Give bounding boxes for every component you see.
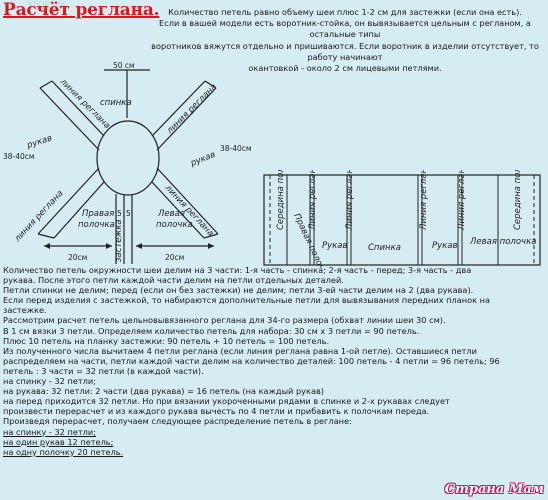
body-line: Если перед изделия с застежкой, то набир… — [3, 295, 491, 306]
body-text: Количество петель окружности шеи делим н… — [3, 265, 545, 457]
label-right-front: полочка — [78, 220, 115, 230]
strip-col-label: Линия реглана — [345, 170, 355, 231]
num-label: 5 — [126, 209, 131, 218]
body-line: Петли спинки не делим; перед (если он бе… — [3, 285, 474, 296]
body-line: Количество петель окружности шеи делим н… — [3, 265, 472, 275]
body-line: Из полученного числа вычитаем 4 петли ре… — [3, 345, 477, 356]
dim-bottom-right-label: 20см — [165, 253, 184, 262]
strip-col-label: Рукав — [322, 241, 348, 251]
intro-line: воротников вяжутся отдельно и пришиваютс… — [151, 40, 539, 62]
body-line: на одну полочку 20 петель. — [3, 446, 124, 457]
strip-col-label: Линия реглана — [419, 170, 429, 231]
dim-bottom-left-label: 20см — [68, 253, 87, 262]
intro-line: окантовкой - около 2 см лицевыми петлями… — [248, 63, 442, 74]
body-line: Рассмотрим расчет петель цельновывязанно… — [3, 315, 446, 326]
body-line: рукава. После этого петли каждой части д… — [3, 275, 344, 286]
body-line: распределяем на части, петли каждой част… — [3, 355, 500, 366]
page-title: Расчёт реглана. — [3, 0, 160, 20]
intro-text: Количество петель равно объему шеи плюс … — [150, 7, 540, 74]
dim-right-label: 38-40см — [220, 144, 252, 153]
raglan-strip-diagram: Середина полочки Правая полочка Линия ре… — [263, 170, 541, 268]
raglan-label: линия реглана — [164, 82, 219, 137]
body-line: В 1 см вязки 3 петли. Определяем количес… — [3, 325, 420, 336]
label-sleeve-right: рукав — [188, 150, 217, 169]
body-line: Произведя перерасчет, получаем следующее… — [3, 416, 352, 427]
body-line: произвести перерасчет и из каждого рукав… — [3, 406, 430, 417]
label-right-front: Правая — [82, 209, 114, 219]
intro-line: Количество петель равно объему шеи плюс … — [168, 7, 522, 17]
body-line: петель : 3 части = 32 петли (в каждой ча… — [3, 365, 204, 376]
body-line: на спинку - 32 петли; — [3, 376, 96, 387]
strip-col-label: Середина полочки — [276, 170, 286, 230]
dim-left-label: 38-40см — [3, 152, 35, 161]
dim-top-label: 50 см — [113, 61, 135, 70]
label-left-front: Левая — [157, 209, 185, 219]
raglan-star-diagram: 50 см 38-40см 38-40см 20см 20см спинка р… — [3, 61, 252, 264]
site-watermark: Страна Мам — [444, 482, 544, 497]
body-line: на один рукав 12 петель; — [3, 436, 114, 447]
strip-col-label: Спинка — [368, 243, 401, 253]
label-zip: застежка — [114, 219, 124, 262]
intro-line: Если в вашей модели есть воротник-стойка… — [159, 18, 531, 40]
faint-watermark-top: УЗОРЧИК — [28, 0, 67, 9]
body-line: на рукава: 32 петли: 2 части (два рукава… — [3, 386, 325, 397]
strip-col-label: Линия реглана — [308, 170, 318, 231]
strip-col-label: Линия реглана — [457, 170, 467, 231]
raglan-label: линия реглана — [12, 189, 65, 245]
strip-col-label: Левая полочка — [469, 237, 536, 247]
body-line: на спинку - 32 петли; — [3, 426, 96, 437]
strip-col-label: Рукав — [432, 241, 458, 251]
body-line: Плюс 10 петель на планку застежки: 90 пе… — [3, 335, 330, 346]
num-label: 5 — [117, 209, 122, 218]
body-line: на перед приходится 32 петли. Но при вяз… — [3, 396, 450, 407]
strip-col-label: Середина полочки — [513, 170, 523, 230]
body-line: застежке. — [3, 305, 47, 316]
neck-circle — [96, 120, 160, 196]
label-sleeve-left: рукав — [25, 133, 54, 151]
label-left-front: полочка — [156, 220, 193, 230]
label-back: спинка — [100, 98, 132, 108]
